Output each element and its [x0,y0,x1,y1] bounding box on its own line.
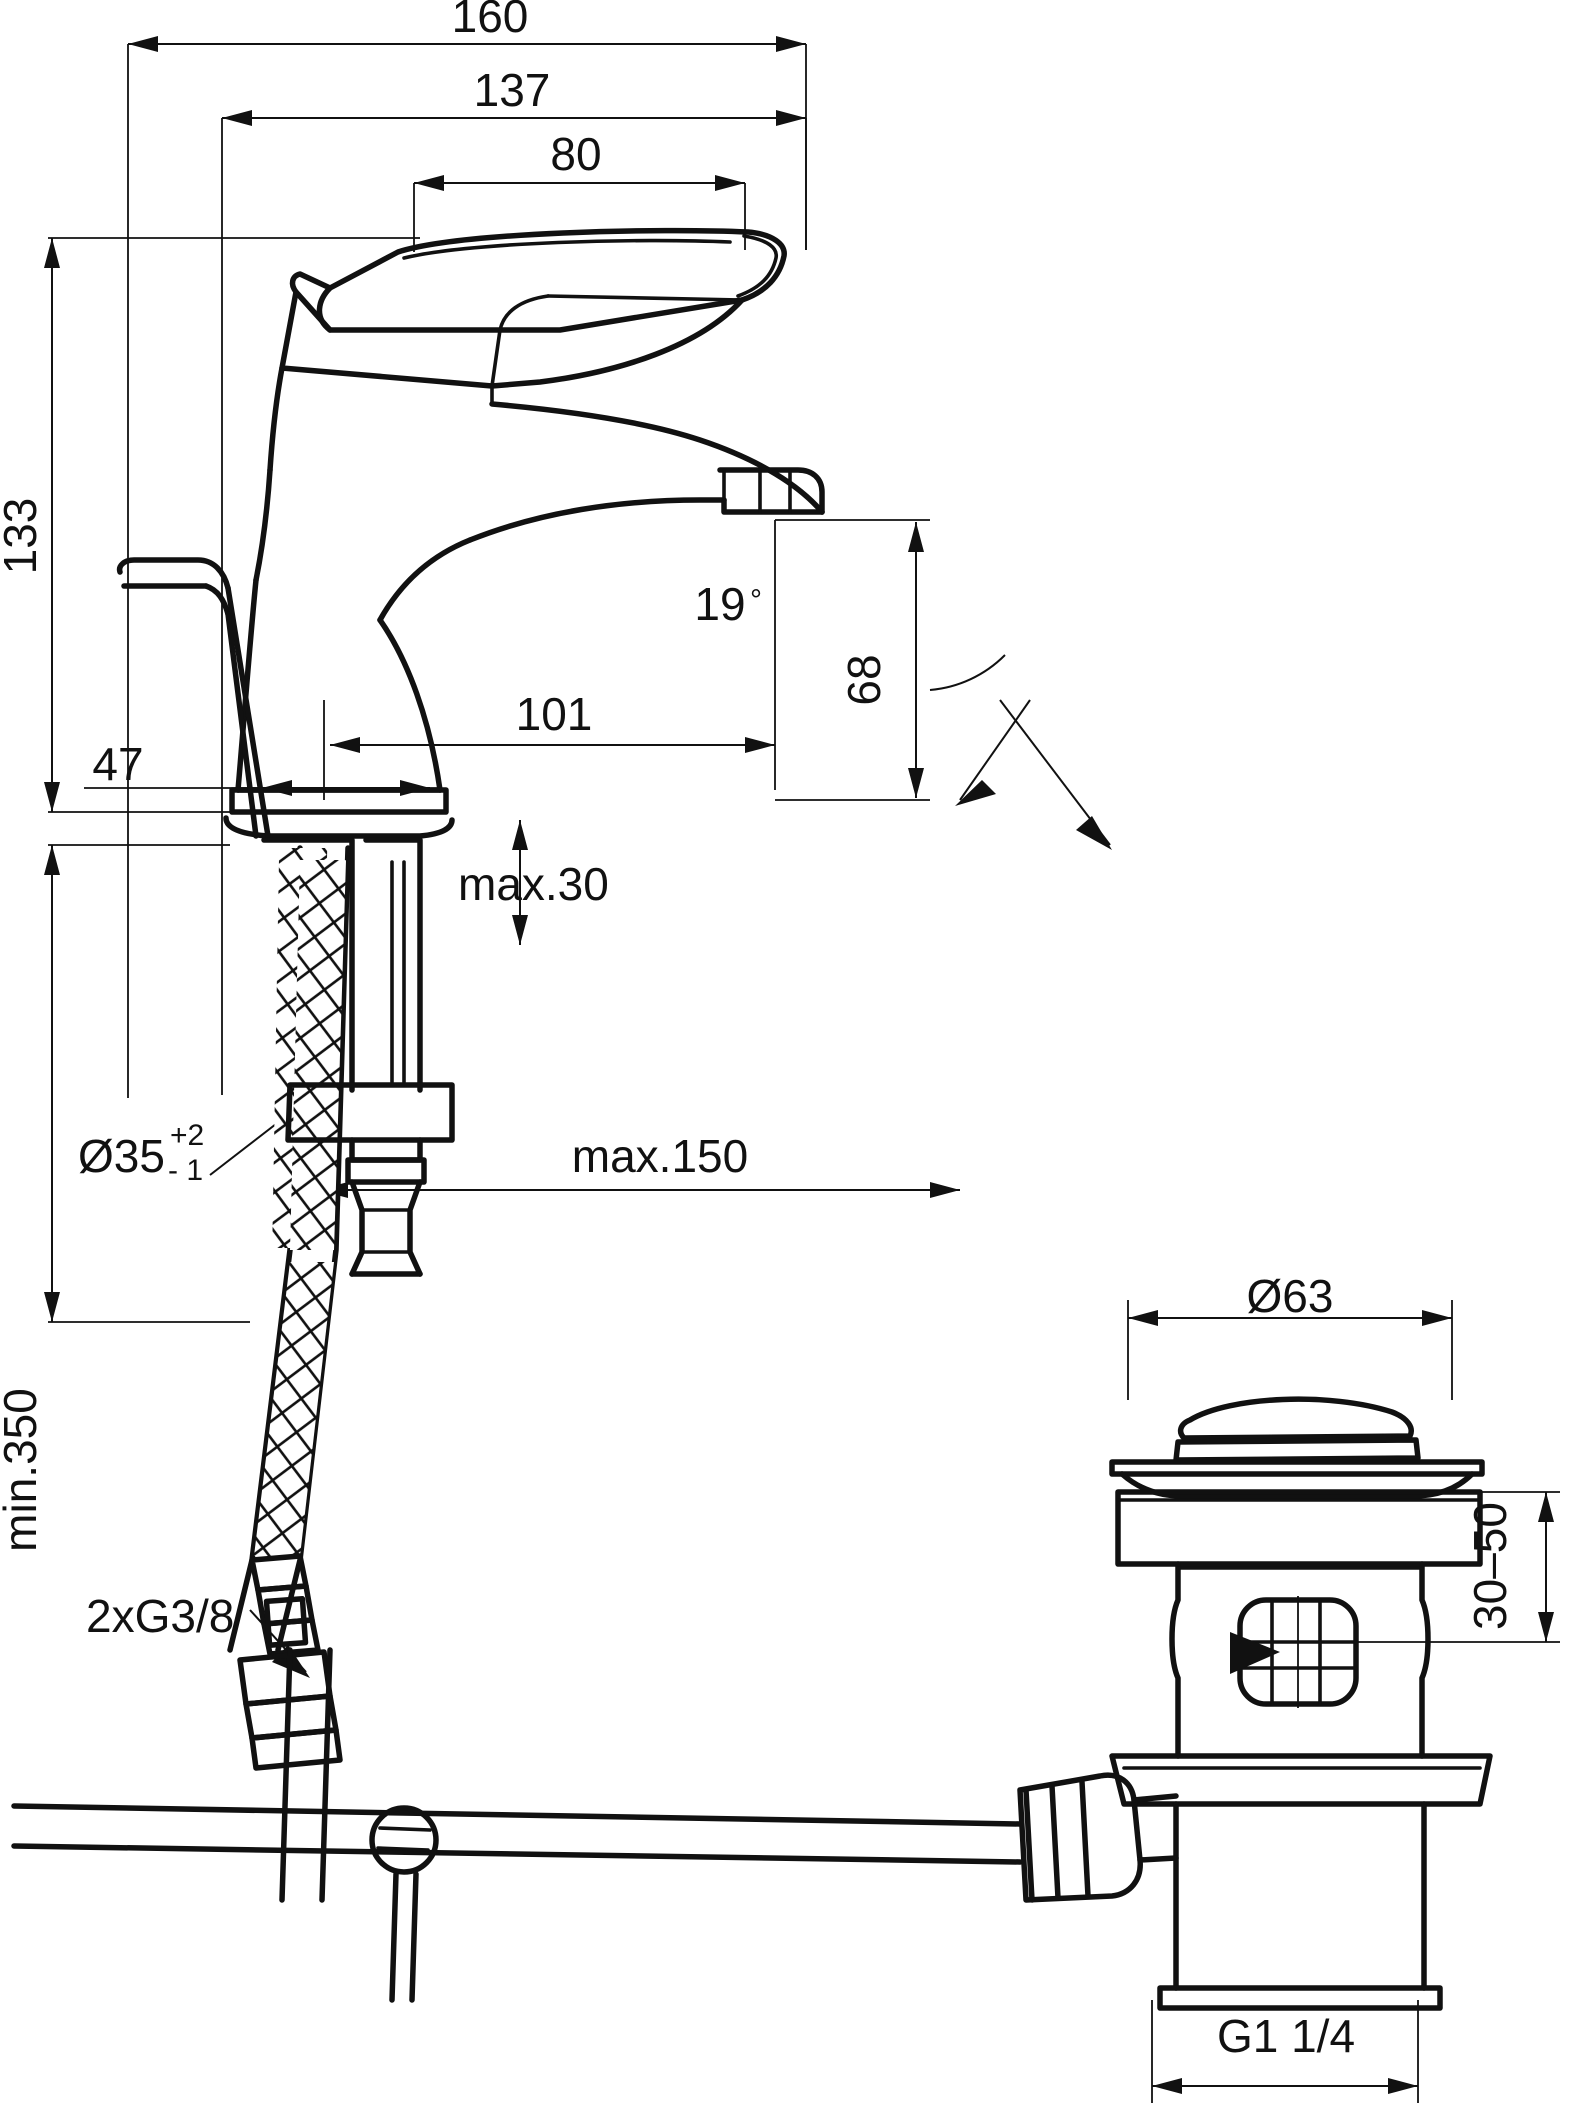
dim-80: 80 [550,128,601,180]
dim-137: 137 [474,64,551,116]
dim-101: 101 [516,688,593,740]
pop-up-waste-assembly [1017,1396,1493,2011]
extension-lines [48,44,1560,2103]
dim-3050: 30–50 [1464,1502,1516,1630]
dim-19: 19 [694,578,745,630]
dimension-lines [44,36,1554,2094]
dim-max150: max.150 [572,1130,748,1182]
dim-d35-tol-minus: - 1 [168,1154,203,1187]
dim-47: 47 [92,738,143,790]
dim-d35-tol-plus: +2 [170,1119,204,1152]
dim-g114: G1 1/4 [1217,2010,1355,2062]
dim-133: 133 [0,498,46,575]
dimension-labels: 160 137 80 133 47 101 68 19 ° Ø35 +2 - 1… [0,0,1516,2062]
degree-symbol: ° [750,584,762,617]
dim-max30: max.30 [458,858,609,910]
dim-68: 68 [838,654,890,705]
dim-d35: Ø35 [78,1130,165,1182]
dim-d63: Ø63 [1247,1270,1334,1322]
dim-160: 160 [452,0,529,42]
faucet-side-elevation [11,227,1023,2003]
dim-2xg38: 2xG3/8 [86,1590,234,1642]
dim-min350: min.350 [0,1388,46,1552]
